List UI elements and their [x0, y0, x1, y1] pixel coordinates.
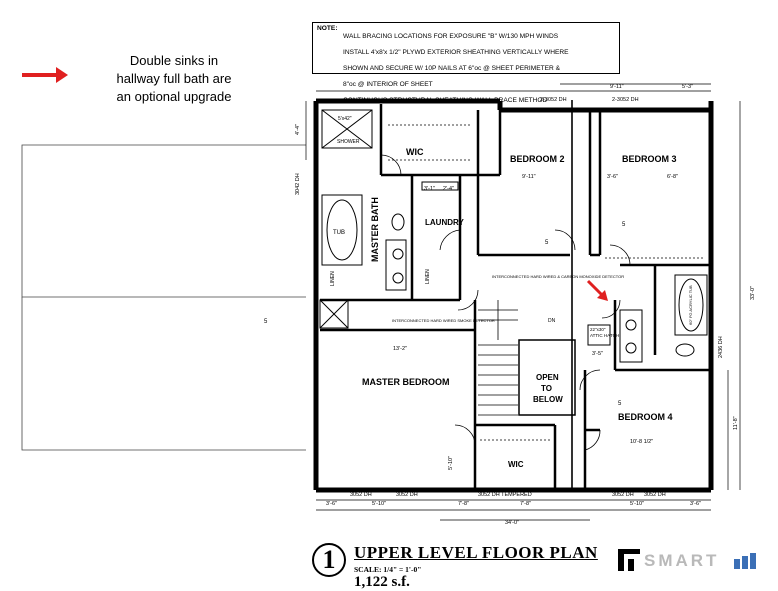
dim-label: 3052 DH TEMPERED — [478, 492, 532, 498]
note-label: NOTE: — [317, 25, 338, 32]
room-label-bedroom-2: BEDROOM 2 — [510, 154, 565, 164]
dim-label: 5'-10" — [372, 501, 386, 507]
door-swings — [380, 154, 631, 451]
reference-lines — [21, 144, 306, 451]
attic-hatch-label: ATTIC HATCH — [590, 333, 619, 338]
room-labels: BEDROOM 2 BEDROOM 3 BEDROOM 4 MASTER BED… — [362, 147, 677, 469]
dim-label: 33'-0" — [750, 286, 756, 300]
dim-label: 5'-10" — [630, 501, 644, 507]
dim-label: 3052 DH — [612, 492, 634, 498]
dim-label: 13'-2" — [393, 346, 407, 352]
room-label-master-bath: MASTER BATH — [370, 197, 380, 262]
dim-label: 2-3052 DH — [540, 97, 567, 103]
logo-text: SMART — [644, 551, 720, 570]
stair-treads — [478, 300, 518, 416]
closet-rods — [388, 124, 705, 441]
dim-label: 3'-6" — [690, 501, 701, 507]
stair-down-label: DN — [548, 318, 556, 324]
legend-arrow-icon — [22, 67, 68, 83]
linen-label-left: LINEN — [330, 271, 336, 286]
tub-label: TUB — [333, 230, 345, 236]
bubble-label: 5 — [264, 319, 268, 325]
dim-label: 3052 DH — [644, 492, 666, 498]
logo-mark-icon — [618, 549, 756, 571]
dim-label: 9'-11" — [610, 84, 624, 90]
attic-hatch-size: 22"x30" — [590, 327, 606, 332]
fixtures — [319, 109, 708, 363]
room-label-bedroom-3: BEDROOM 3 — [622, 154, 677, 164]
dim-label: 7'-8" — [458, 501, 469, 507]
room-label-laundry: LAUNDRY — [425, 218, 464, 227]
dim-label: 3052 DH — [350, 492, 372, 498]
co-detector-label: INTERCONNECTED HARD WIRED & CARBON MONOX… — [492, 274, 624, 279]
room-label-wic-top: WIC — [406, 147, 424, 157]
note-line: INSTALL 4'x8'x 1/2" PLYWD EXTERIOR SHEAT… — [343, 49, 569, 56]
dim-label: 7'-8" — [520, 501, 531, 507]
dim-label: 4'-4" — [295, 124, 301, 135]
fixture-labels: TUB SHOWER 5'x42" LINEN LINEN 22"x30" AT… — [264, 116, 693, 407]
dim-label: 3'-6" — [326, 501, 337, 507]
dim-label: 2-3052 DH — [612, 97, 639, 103]
shower-label: SHOWER — [337, 139, 360, 145]
open-label-1: OPEN — [536, 373, 559, 382]
annotation-line: hallway full bath are — [116, 71, 232, 86]
annotation-line: Double sinks in — [129, 53, 219, 68]
room-label-wic-bottom: WIC — [508, 460, 524, 469]
acrylic-tub-label: 60" FG ACRYLIC TUB — [688, 285, 693, 325]
dim-label: 5'-3" — [682, 84, 693, 90]
room-label-master-bedroom: MASTER BEDROOM — [362, 377, 450, 387]
upgrade-annotation: Double sinks in hallway full bath are an… — [86, 52, 262, 106]
dim-label: 3'-5" — [592, 351, 603, 357]
interior-walls — [320, 104, 711, 490]
floor-area: 1,122 s.f. — [354, 574, 410, 590]
dim-label: 34'-0" — [505, 520, 519, 526]
smart-logo: SMART — [616, 547, 766, 575]
dim-label: 3052 DH — [396, 492, 418, 498]
shower-size: 5'x42" — [338, 116, 352, 122]
dimension-lines — [305, 83, 741, 521]
dim-label: 2436 DH — [718, 336, 724, 358]
dim-label: 6'-8" — [667, 174, 678, 180]
dim-label: 11'-8" — [733, 416, 739, 430]
dim-label: 5'-10" — [448, 456, 454, 470]
smoke-detector-label: INTERCONNECTED HARD WIRED SMOKE DETECTOR — [392, 318, 495, 323]
upgrade-pointer-icon — [586, 279, 608, 301]
dim-label: 3'-6" — [607, 174, 618, 180]
drawing-title: UPPER LEVEL FLOOR PLAN — [354, 543, 598, 562]
drawing-number: 1 — [312, 543, 346, 577]
note-line: SHOWN AND SECURE W/ 10P NAILS AT 6"oc @ … — [343, 65, 561, 72]
bubble-label: 5 — [618, 401, 622, 407]
dim-label: 2'-4" — [443, 186, 454, 192]
dim-label: 10'-8 1/2" — [630, 439, 653, 445]
bubble-label: 5 — [622, 222, 626, 228]
room-label-bedroom-4: BEDROOM 4 — [618, 412, 673, 422]
dim-label: 3042 DH — [295, 173, 301, 195]
bubble-label: 5 — [545, 240, 549, 246]
dimension-labels: 9'-11" 5'-3" 2-3052 DH 2-3052 DH 9'-11" … — [295, 84, 756, 526]
annotation-line: an optional upgrade — [116, 89, 232, 104]
open-label-2: TO — [541, 384, 552, 393]
dim-label: 9'-11" — [522, 174, 536, 180]
note-line: WALL BRACING LOCATIONS FOR EXPOSURE "B" … — [343, 33, 559, 40]
drawing-scale: SCALE: 1/4" = 1'-0" — [354, 565, 422, 574]
open-label-3: BELOW — [533, 395, 563, 404]
linen-label-mid: LINEN — [425, 269, 431, 284]
note-line: 8"oc @ INTERIOR OF SHEET — [343, 81, 433, 88]
dim-label: 3'-1" — [424, 186, 435, 192]
